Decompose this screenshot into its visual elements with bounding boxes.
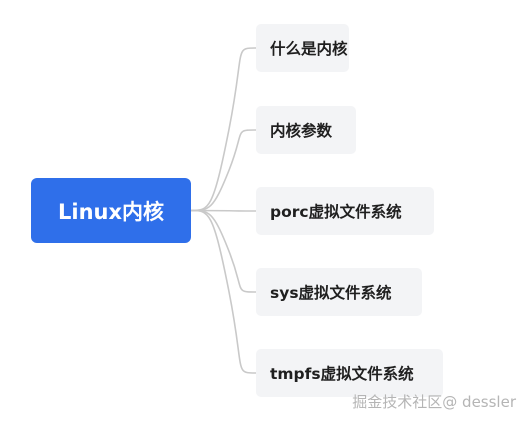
connectors (190, 47, 257, 374)
child-label: 什么是内核 (270, 40, 348, 58)
watermark: 掘金技术社区@ dessler (352, 393, 516, 411)
child-node-kernel-parameters[interactable]: 内核参数 (256, 106, 356, 154)
root-label: Linux内核 (57, 199, 165, 224)
child-label: porc虚拟文件系统 (270, 203, 402, 221)
child-label: sys虚拟文件系统 (270, 284, 392, 302)
connector-line-4 (190, 209, 257, 374)
connector-line-1 (190, 129, 257, 212)
connector-line-3 (190, 209, 257, 293)
child-node-porc-filesystem[interactable]: porc虚拟文件系统 (256, 187, 434, 235)
child-label: tmpfs虚拟文件系统 (270, 365, 414, 383)
connector-line-2 (190, 209, 257, 212)
child-node-sys-filesystem[interactable]: sys虚拟文件系统 (256, 268, 422, 316)
connector-line-0 (190, 47, 257, 212)
child-label: 内核参数 (270, 122, 333, 140)
root-node[interactable]: Linux内核 (31, 178, 191, 243)
child-node-what-is-kernel[interactable]: 什么是内核 (256, 24, 349, 72)
child-node-tmpfs-filesystem[interactable]: tmpfs虚拟文件系统 (256, 349, 443, 397)
